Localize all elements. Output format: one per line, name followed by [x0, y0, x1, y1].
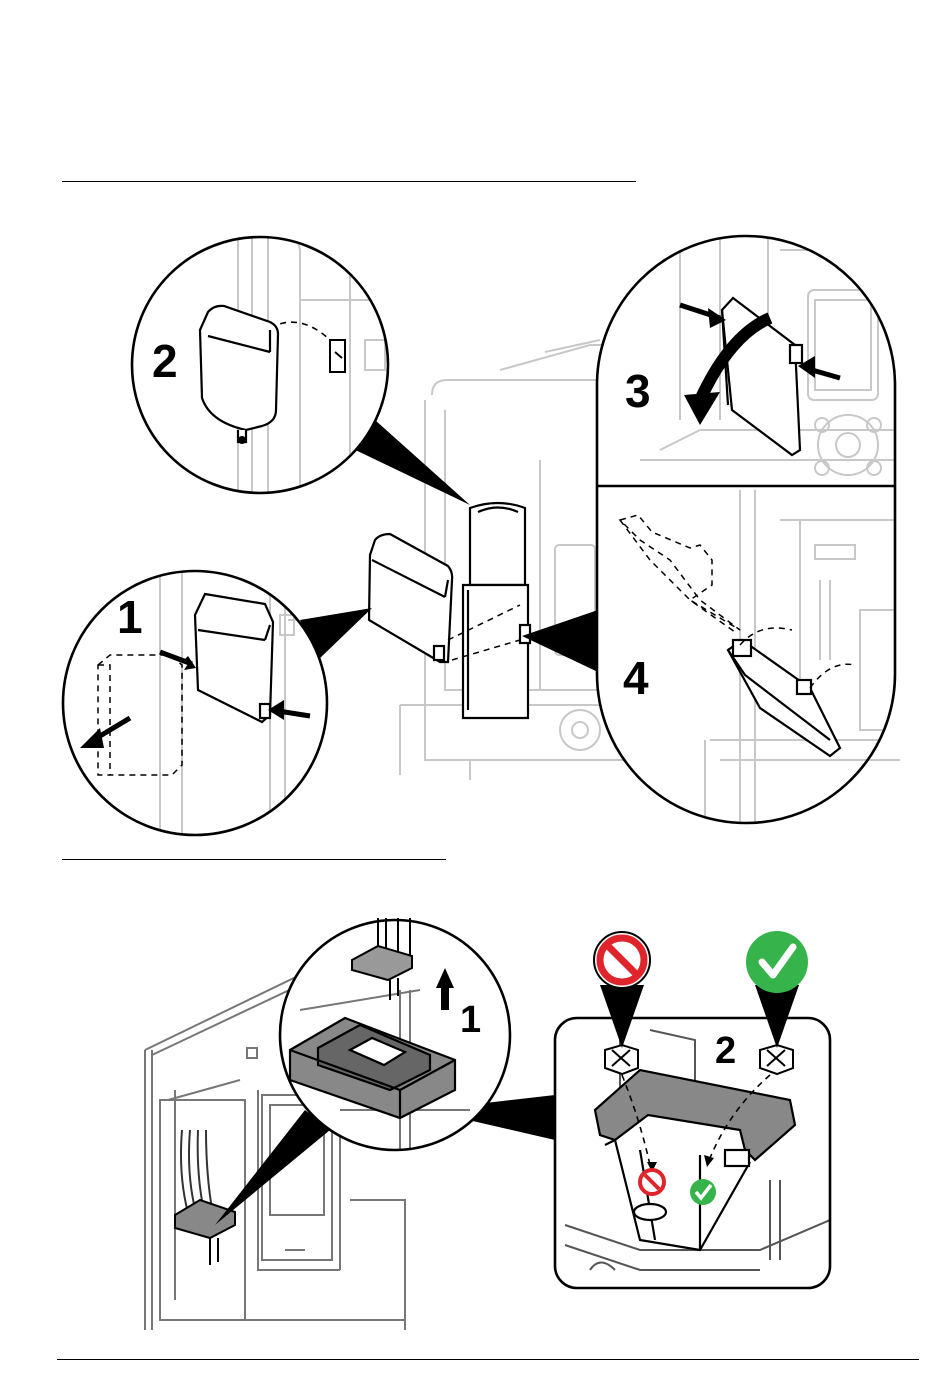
- step-4-label: 4: [623, 652, 649, 704]
- detail-circle-step-2: 2: [132, 236, 388, 500]
- bolt-correct: [760, 1045, 793, 1074]
- step-1-label: 1: [117, 591, 143, 643]
- section-divider-top: [62, 181, 636, 182]
- detail-panel-steps-3-4: 3 4: [597, 236, 895, 823]
- prohibited-small-icon: [640, 1170, 664, 1194]
- bolt-wrong: [605, 1045, 638, 1074]
- section-divider-middle: [62, 859, 446, 860]
- reagent-holder: [463, 503, 530, 718]
- page-footer-divider: [57, 1359, 919, 1360]
- detail-box-step-2: 2: [555, 1018, 830, 1288]
- step-3-label: 3: [625, 365, 651, 417]
- step-1b-label: 1: [460, 999, 481, 1041]
- step-2b-label: 2: [715, 1030, 736, 1072]
- holder-small: [175, 1200, 235, 1265]
- figure-install-reagent-holder: 1: [0, 880, 950, 1350]
- figure-replace-reagent-cover: 2 1: [0, 200, 950, 840]
- detached-cover: [369, 534, 452, 662]
- detail-circle-step-1b: 1: [280, 918, 510, 1150]
- step-2-label: 2: [152, 335, 178, 387]
- checkmark-small-icon: [690, 1179, 716, 1205]
- detail-circle-step-1: 1: [63, 570, 340, 840]
